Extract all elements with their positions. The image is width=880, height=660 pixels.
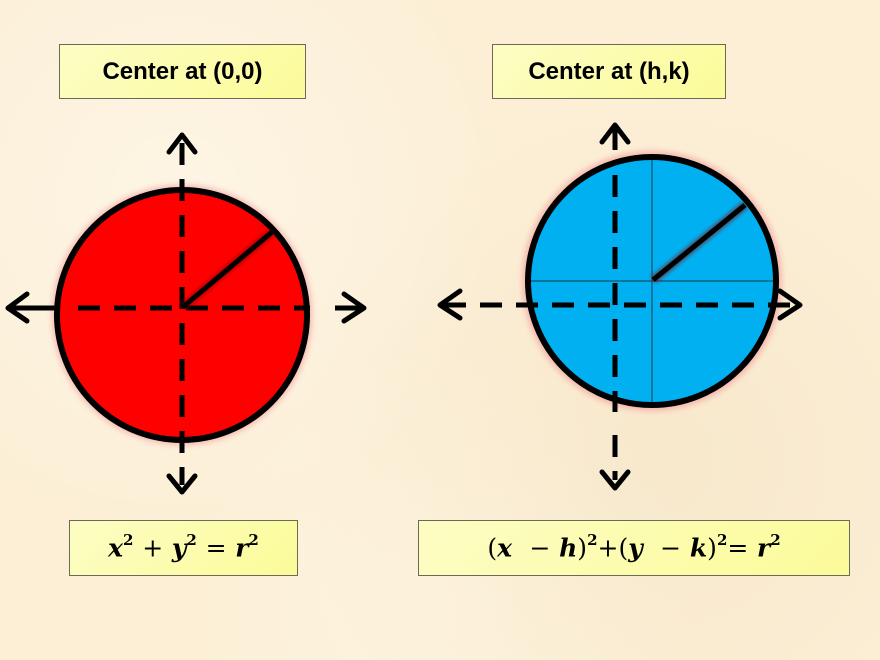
eq-plus: + bbox=[142, 533, 164, 563]
right-title-text: Center at (h,k) bbox=[528, 57, 690, 85]
eq-exponent: 2 bbox=[248, 531, 259, 550]
eq-plus: + bbox=[597, 533, 619, 563]
right-radius-line bbox=[651, 203, 747, 282]
eq-minus: − bbox=[660, 533, 682, 563]
eq-exponent: 2 bbox=[587, 531, 598, 550]
left-x-axis-left-arrow-icon bbox=[5, 291, 30, 324]
eq-minus: − bbox=[529, 533, 551, 563]
right-equation: (x − h)2+(y − k)2= r2 bbox=[487, 531, 781, 563]
eq-term-x: x bbox=[497, 533, 513, 563]
right-x-axis-right-arrow-icon bbox=[777, 288, 803, 321]
left-equation: x2 + y2 = r2 bbox=[108, 531, 259, 563]
right-title-label: Center at (h,k) bbox=[492, 44, 726, 99]
right-x-axis-left-arrow-icon bbox=[437, 288, 463, 321]
eq-term-y: y bbox=[628, 533, 643, 563]
right-equation-label: (x − h)2+(y − k)2= r2 bbox=[418, 520, 850, 576]
eq-paren: ) bbox=[577, 533, 588, 563]
eq-exponent: 2 bbox=[716, 531, 728, 550]
left-equation-label: x2 + y2 = r2 bbox=[69, 520, 298, 576]
eq-term-h: h bbox=[559, 533, 578, 563]
left-title-label: Center at (0,0) bbox=[59, 44, 306, 99]
eq-exponent: 2 bbox=[770, 531, 781, 550]
right-circle-diagram bbox=[437, 122, 803, 491]
eq-equals: = bbox=[205, 533, 227, 563]
eq-term-x: x bbox=[108, 533, 124, 563]
eq-term-r: r bbox=[235, 533, 249, 563]
left-title-text: Center at (0,0) bbox=[102, 57, 263, 85]
left-y-axis-up-arrow-icon bbox=[166, 132, 198, 155]
left-circle-diagram bbox=[5, 132, 367, 495]
eq-exponent: 2 bbox=[186, 531, 197, 550]
eq-exponent: 2 bbox=[123, 531, 134, 550]
eq-term-r: r bbox=[757, 533, 771, 563]
eq-equals: = bbox=[727, 533, 749, 563]
eq-paren: ( bbox=[487, 533, 498, 563]
left-radius-line bbox=[181, 230, 274, 309]
eq-paren: ( bbox=[618, 533, 629, 563]
eq-paren: ) bbox=[707, 533, 717, 563]
left-x-axis-right-arrow-icon bbox=[341, 291, 367, 324]
eq-term-k: k bbox=[689, 533, 708, 563]
right-y-axis-up-arrow-icon bbox=[599, 122, 631, 145]
eq-term-y: y bbox=[171, 533, 187, 563]
left-y-axis-down-arrow-icon bbox=[166, 473, 198, 495]
right-y-axis-down-arrow-icon bbox=[599, 469, 631, 491]
